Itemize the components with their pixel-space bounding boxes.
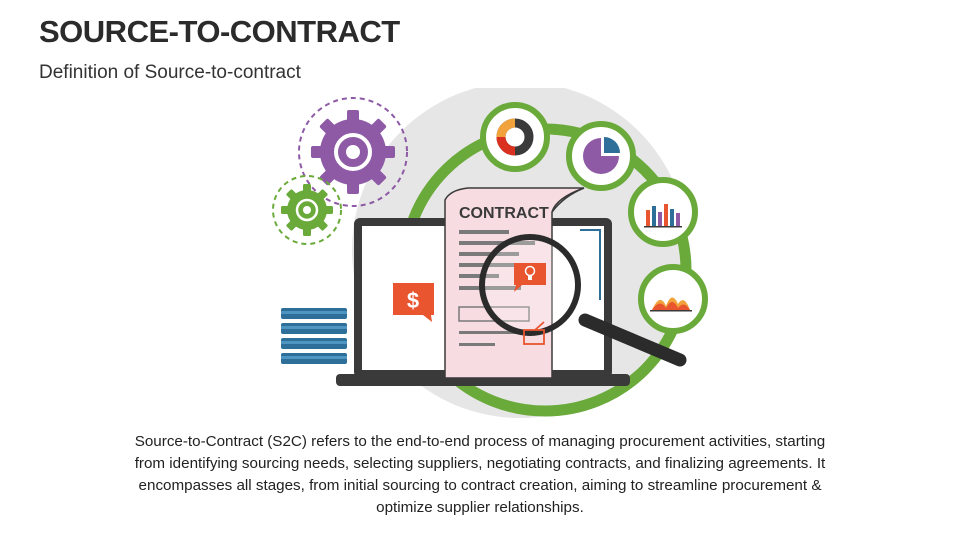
slide-subtitle: Definition of Source-to-contract [39, 62, 301, 83]
svg-text:$: $ [407, 288, 419, 313]
lightbulb-icon [514, 263, 546, 292]
bar-chart-icon [628, 177, 698, 247]
dollar-badge-icon: $ [393, 283, 434, 322]
contract-label: CONTRACT [459, 205, 549, 222]
area-chart-icon [638, 264, 708, 334]
source-to-contract-illustration: $ CONTRACT [272, 88, 708, 418]
slide-title: SOURCE-TO-CONTRACT [39, 14, 400, 49]
definition-paragraph: Source-to-Contract (S2C) refers to the e… [134, 433, 826, 516]
database-icon [281, 308, 347, 364]
magnifier-icon [479, 234, 687, 367]
small-gear-icon [272, 175, 342, 245]
pie-chart-icon [566, 121, 636, 191]
donut-chart-icon [480, 102, 550, 172]
gear-icon [298, 97, 408, 207]
